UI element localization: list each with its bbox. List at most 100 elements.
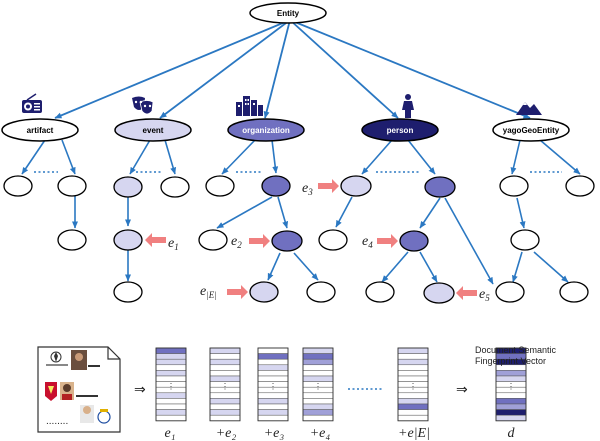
node-eE: [249, 281, 279, 303]
arrow-e1: [145, 233, 166, 247]
vector-vertical-dots: ⋮: [409, 382, 417, 391]
node: [57, 175, 87, 197]
vector-label-eE: +e|E|: [398, 426, 430, 441]
node-e2: [271, 230, 303, 252]
vector-cell: [302, 375, 334, 382]
vector-cell: [397, 353, 429, 360]
vector-cell: [257, 403, 289, 410]
label-e2: e2: [231, 234, 242, 250]
category-label-event: event: [143, 126, 164, 135]
vector-cell: [257, 409, 289, 416]
vector-cell: [495, 409, 527, 416]
node: [565, 175, 595, 197]
vector-cell: [257, 398, 289, 405]
vector-eE: ⋮: [397, 347, 429, 422]
node-e3: [340, 175, 372, 197]
vector-cell: [495, 375, 527, 382]
category-person: person: [361, 118, 439, 142]
vector-cell: [155, 392, 187, 399]
edge-entity-artifact: [54, 19, 291, 119]
vector-vertical-dots: ⋮: [167, 382, 175, 391]
vector-outline: [155, 347, 187, 422]
vector-cell: [495, 414, 527, 422]
vector-cell: [302, 414, 334, 422]
vector-cell: [209, 403, 241, 410]
vector-cell: [155, 409, 187, 416]
liverpool-crest-icon: [45, 382, 57, 401]
arrow-eE: [227, 285, 248, 299]
doc-dots: [88, 365, 100, 367]
vector-label-e4: +e₄: [310, 426, 331, 441]
subtree-edges: [21, 139, 581, 285]
vector-cell: [209, 353, 241, 360]
node: [495, 281, 525, 303]
vector-cell: [397, 409, 429, 416]
category-artifact: artifact: [1, 118, 79, 142]
node: [424, 176, 456, 198]
theater-masks-icon: [132, 96, 154, 115]
node: [559, 281, 589, 303]
vector-e3: ⋮: [257, 347, 289, 422]
node: [205, 175, 235, 197]
vector-cell: [209, 358, 241, 366]
vector-cell: [302, 358, 334, 366]
label-e1: e1: [168, 236, 179, 252]
vector-cell: [257, 392, 289, 399]
entity-arrows: [145, 179, 477, 300]
node: [306, 281, 336, 303]
vector-cell: [397, 392, 429, 399]
vector-cell: [209, 398, 241, 405]
vector-cell: [209, 414, 241, 422]
caption-line1: Document Semantic: [475, 345, 557, 355]
vector-cell: [397, 414, 429, 422]
category-label-yago: yagoGeoEntity: [503, 126, 560, 135]
arrow-e5: [456, 286, 477, 300]
vector-vertical-dots: ⋮: [314, 382, 322, 391]
node: [3, 175, 33, 197]
vector-vertical-dots: ⋮: [269, 382, 277, 391]
root-label: Entity: [277, 9, 300, 18]
category-label-artifact: artifact: [27, 126, 54, 135]
vector-cell: [397, 403, 429, 410]
document-icon: ........: [37, 346, 121, 433]
root-node: Entity: [249, 2, 327, 24]
vector-cell: [397, 370, 429, 377]
node: [318, 229, 348, 251]
node-e3-parent: [261, 175, 291, 197]
vector-d: ⋮: [495, 347, 527, 422]
vector-cell: [495, 398, 527, 405]
vector-cell: [495, 392, 527, 399]
tree-nodes: [3, 175, 595, 304]
vector-label-e3: +e₃: [264, 426, 285, 441]
vector-cell: [209, 409, 241, 416]
radio-icon: [22, 93, 42, 113]
node: [499, 175, 529, 197]
category-yago: yagoGeoEntity: [492, 118, 570, 142]
vector-cell: [302, 353, 334, 360]
vector-outline: [397, 347, 429, 422]
arrow-e4: [377, 234, 398, 248]
vector-label-d: d: [508, 426, 516, 441]
node-e1: [113, 229, 143, 251]
edge-entity-event: [159, 19, 291, 119]
vector-cell: [209, 347, 241, 354]
entity-vectors: ⋮ ⋮ ⋮ ⋮ ⋮ ⋮: [155, 347, 527, 422]
vector-vertical-dots: ⋮: [507, 382, 515, 391]
vector-vertical-dots: ⋮: [221, 382, 229, 391]
vector-outline: [495, 347, 527, 422]
vector-e1: ⋮: [155, 347, 187, 422]
label-e5: e5: [479, 287, 490, 303]
vector-cell: [155, 353, 187, 360]
arrow-e2: [249, 234, 270, 248]
label-eE: e|E|: [200, 284, 217, 300]
doc-ellipsis: ........: [46, 416, 68, 427]
vector-cell: [155, 375, 187, 382]
vector-cell: [302, 398, 334, 405]
vector-cell: [495, 403, 527, 410]
caption-line2: Fingerprint Vector: [475, 356, 546, 366]
vector-cell: [155, 358, 187, 366]
vector-label-e2: +e₂: [216, 426, 237, 441]
category-event: event: [114, 118, 192, 142]
vector-cell: [257, 358, 289, 366]
vector-cell: [302, 403, 334, 410]
